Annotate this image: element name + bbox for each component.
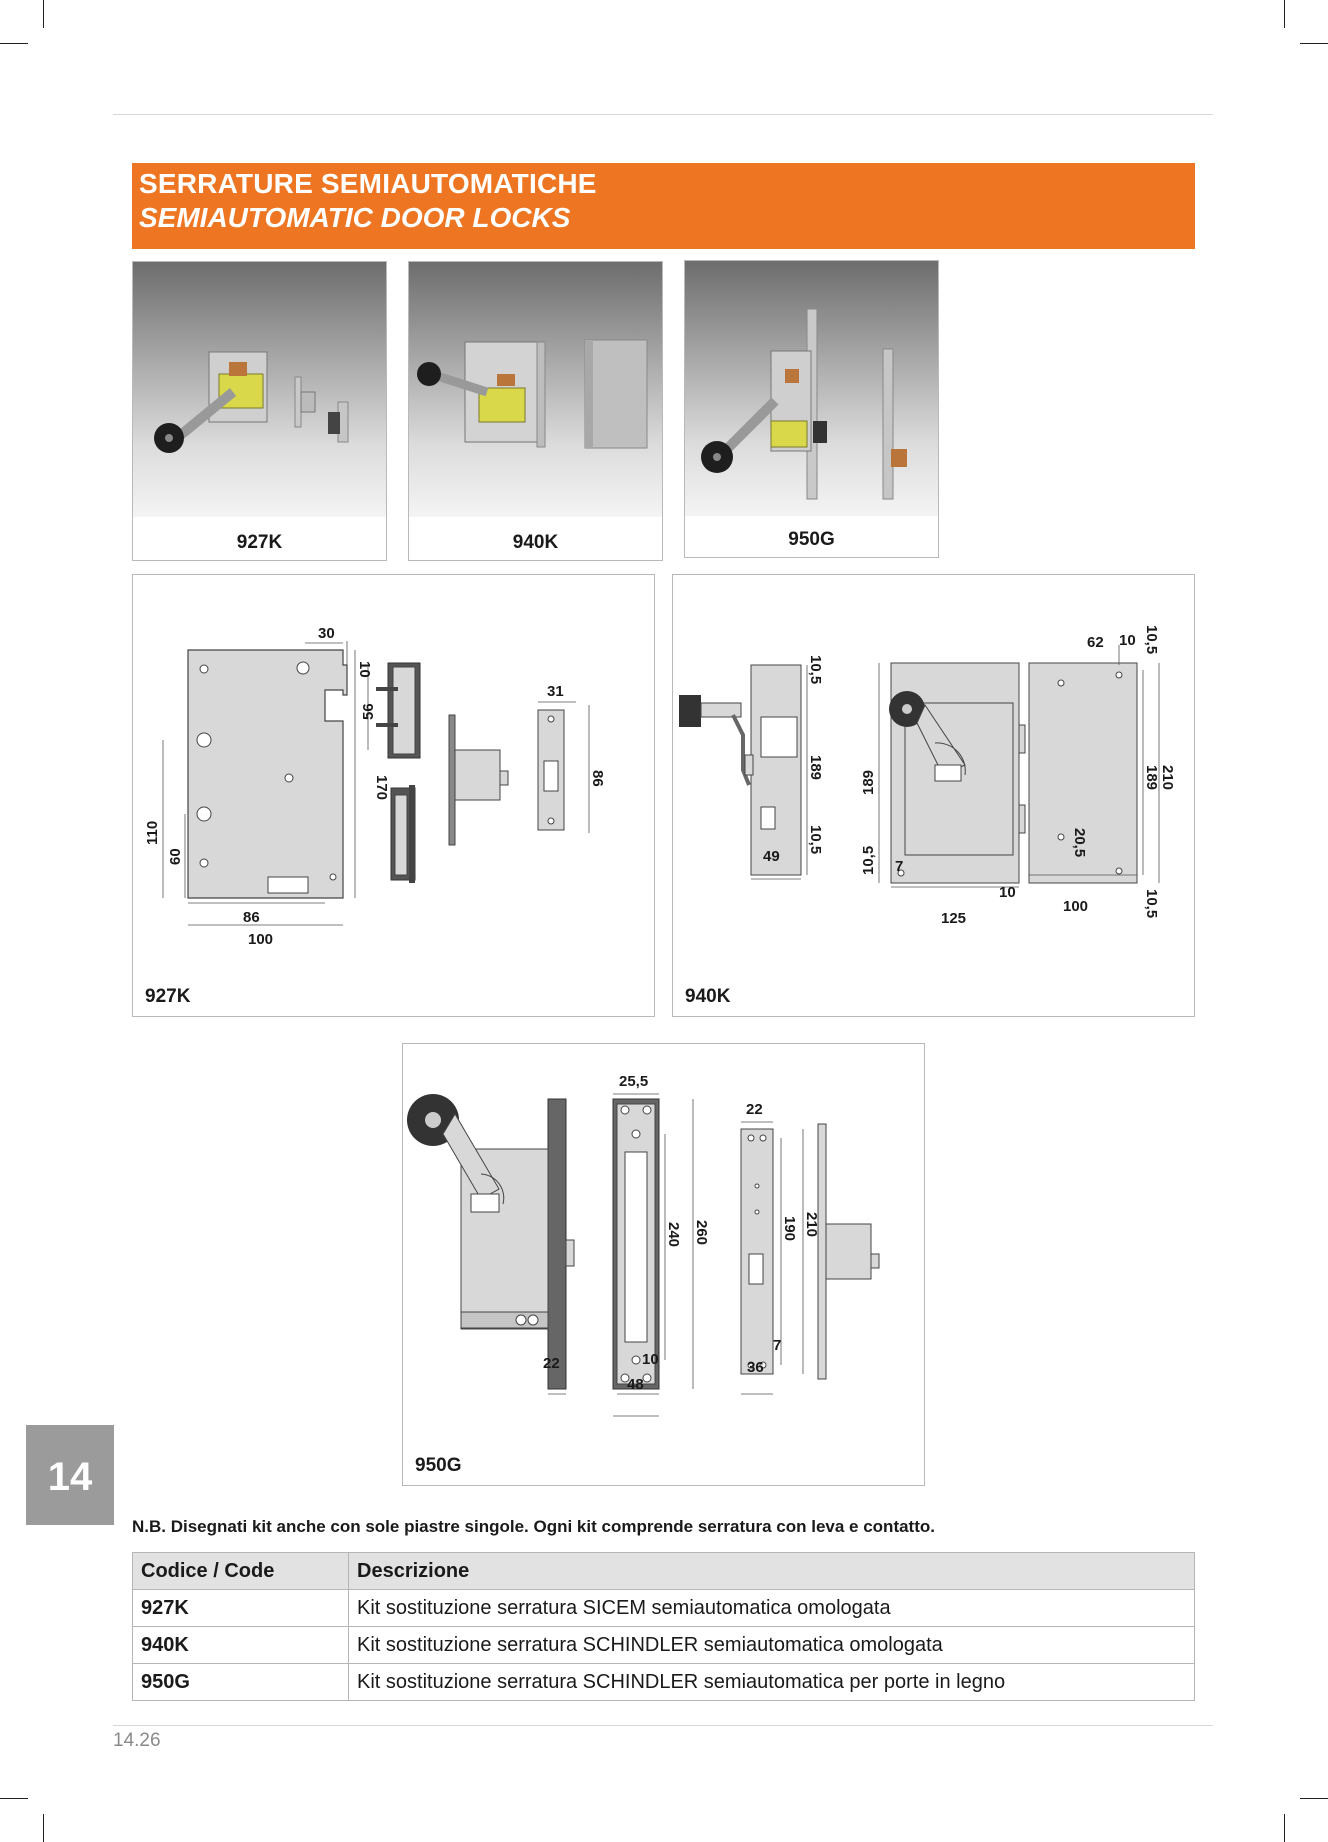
crop-mark bbox=[1300, 43, 1328, 44]
product-description: Kit sostituzione serratura SCHINDLER sem… bbox=[348, 1626, 1195, 1664]
dim-label: 49 bbox=[763, 848, 780, 865]
product-code: 927K bbox=[132, 1589, 349, 1627]
dim-label: 36 bbox=[747, 1359, 764, 1376]
lock-illustration bbox=[701, 308, 907, 500]
photo-caption: 940K bbox=[512, 532, 559, 553]
crop-mark bbox=[0, 43, 28, 44]
dim-label: 189 bbox=[807, 755, 824, 780]
dim-label: 60 bbox=[167, 848, 184, 865]
dim-label: 22 bbox=[746, 1101, 763, 1118]
dim-label: 170 bbox=[373, 775, 390, 800]
table-row: 927K Kit sostituzione serratura SICEM se… bbox=[132, 1589, 1195, 1627]
photo-image bbox=[133, 262, 386, 517]
dim-label: 189 bbox=[860, 770, 877, 795]
dim-label: 210 bbox=[1159, 765, 1176, 790]
dim-label: 110 bbox=[144, 821, 161, 845]
drawing-caption: 940K bbox=[685, 986, 731, 1007]
drawing-950g-svg: 25,5 240 260 22 10 48 22 190 210 7 36 bbox=[407, 1073, 880, 1417]
product-code: 950G bbox=[132, 1663, 349, 1701]
dim-label: 48 bbox=[627, 1376, 644, 1393]
product-photo-940k: 940K bbox=[408, 261, 663, 561]
lock-plate bbox=[187, 649, 348, 899]
crop-mark bbox=[1284, 0, 1285, 28]
product-photo-927k: 927K bbox=[132, 261, 387, 561]
top-rule bbox=[113, 114, 1213, 115]
section-tab: 14 bbox=[26, 1425, 114, 1525]
lock-side-view bbox=[750, 664, 802, 876]
dim-label: 189 bbox=[1143, 765, 1160, 790]
photo-image bbox=[685, 261, 938, 516]
crop-mark bbox=[1300, 1798, 1328, 1799]
section-title-it: SERRATURE SEMIAUTOMATICHE bbox=[139, 168, 597, 199]
lock-illustration bbox=[417, 339, 648, 449]
dim-label: 10 bbox=[356, 661, 373, 678]
product-code: 940K bbox=[132, 1626, 349, 1664]
crop-mark bbox=[43, 0, 44, 28]
dim-label: 86 bbox=[589, 770, 606, 787]
dim-label: 56 bbox=[360, 703, 377, 720]
dim-label: 10,5 bbox=[807, 825, 824, 854]
drawing-caption: 927K bbox=[145, 986, 191, 1007]
technical-drawing-940k: 10,5 189 10,5 49 189 10,5 7 10 125 62 10… bbox=[672, 574, 1195, 1017]
plate-slot bbox=[267, 876, 309, 894]
dim-label: 240 bbox=[665, 1222, 682, 1247]
dim-label: 86 bbox=[243, 909, 260, 926]
dim-label: 10 bbox=[642, 1351, 659, 1368]
photo-caption: 927K bbox=[236, 532, 283, 553]
drawing-caption: 950G bbox=[415, 1455, 462, 1476]
dim-label: 22 bbox=[543, 1355, 560, 1372]
dim-label: 100 bbox=[1063, 898, 1088, 915]
table-row: 940K Kit sostituzione serratura SCHINDLE… bbox=[132, 1626, 1195, 1664]
page-number: 14.26 bbox=[113, 1730, 161, 1751]
product-description: Kit sostituzione serratura SICEM semiaut… bbox=[348, 1589, 1195, 1627]
dim-label: 20,5 bbox=[1071, 828, 1088, 857]
column-header: Codice / Code bbox=[132, 1552, 349, 1590]
crop-mark bbox=[1284, 1814, 1285, 1842]
section-number: 14 bbox=[47, 1455, 93, 1499]
product-description: Kit sostituzione serratura SCHINDLER sem… bbox=[348, 1663, 1195, 1701]
table-row: 950G Kit sostituzione serratura SCHINDLE… bbox=[132, 1663, 1195, 1701]
product-photo-950g: 950G bbox=[684, 260, 939, 558]
note-text: N.B. Disegnati kit anche con sole piastr… bbox=[132, 1517, 935, 1536]
dim-label: 30 bbox=[318, 625, 335, 642]
dim-label: 260 bbox=[693, 1220, 710, 1245]
lock-illustration bbox=[154, 351, 349, 453]
photo-caption: 950G bbox=[788, 529, 835, 550]
dim-label: 25,5 bbox=[619, 1073, 648, 1090]
dim-label: 100 bbox=[248, 931, 273, 948]
dim-label: 10,5 bbox=[807, 655, 824, 684]
bottom-rule bbox=[113, 1725, 1213, 1726]
dim-label: 7 bbox=[895, 858, 903, 875]
dim-label: 125 bbox=[941, 910, 966, 927]
dim-label: 210 bbox=[803, 1212, 820, 1237]
crop-mark bbox=[0, 1798, 28, 1799]
dim-label: 7 bbox=[773, 1337, 781, 1354]
dim-label: 190 bbox=[781, 1216, 798, 1241]
drawing-940k-svg: 10,5 189 10,5 49 189 10,5 7 10 125 62 10… bbox=[679, 625, 1176, 927]
dim-label: 31 bbox=[547, 683, 564, 700]
section-header: SERRATURE SEMIAUTOMATICHE SEMIAUTOMATIC … bbox=[132, 163, 1195, 249]
product-code-table: Codice / Code Descrizione 927K Kit sosti… bbox=[132, 1552, 1195, 1701]
dim-label: 10,5 bbox=[860, 846, 877, 875]
dim-label: 10,5 bbox=[1143, 889, 1160, 918]
table-header-row: Codice / Code Descrizione bbox=[132, 1552, 1195, 1590]
drawing-927k-svg: 30 10 56 31 170 86 110 60 86 100 bbox=[144, 625, 606, 948]
dim-label: 10 bbox=[1119, 632, 1136, 649]
photo-image bbox=[409, 262, 662, 517]
technical-drawing-950g: 25,5 240 260 22 10 48 22 190 210 7 36 95… bbox=[402, 1043, 925, 1486]
crop-mark bbox=[43, 1814, 44, 1842]
dim-label: 62 bbox=[1087, 634, 1104, 651]
plate-view bbox=[1028, 662, 1138, 884]
dim-label: 10,5 bbox=[1143, 625, 1160, 654]
dim-label: 10 bbox=[999, 884, 1016, 901]
column-header: Descrizione bbox=[348, 1552, 1195, 1590]
technical-drawing-927k: 30 10 56 31 170 86 110 60 86 100 927K bbox=[132, 574, 655, 1017]
section-title-en: SEMIAUTOMATIC DOOR LOCKS bbox=[139, 202, 571, 233]
